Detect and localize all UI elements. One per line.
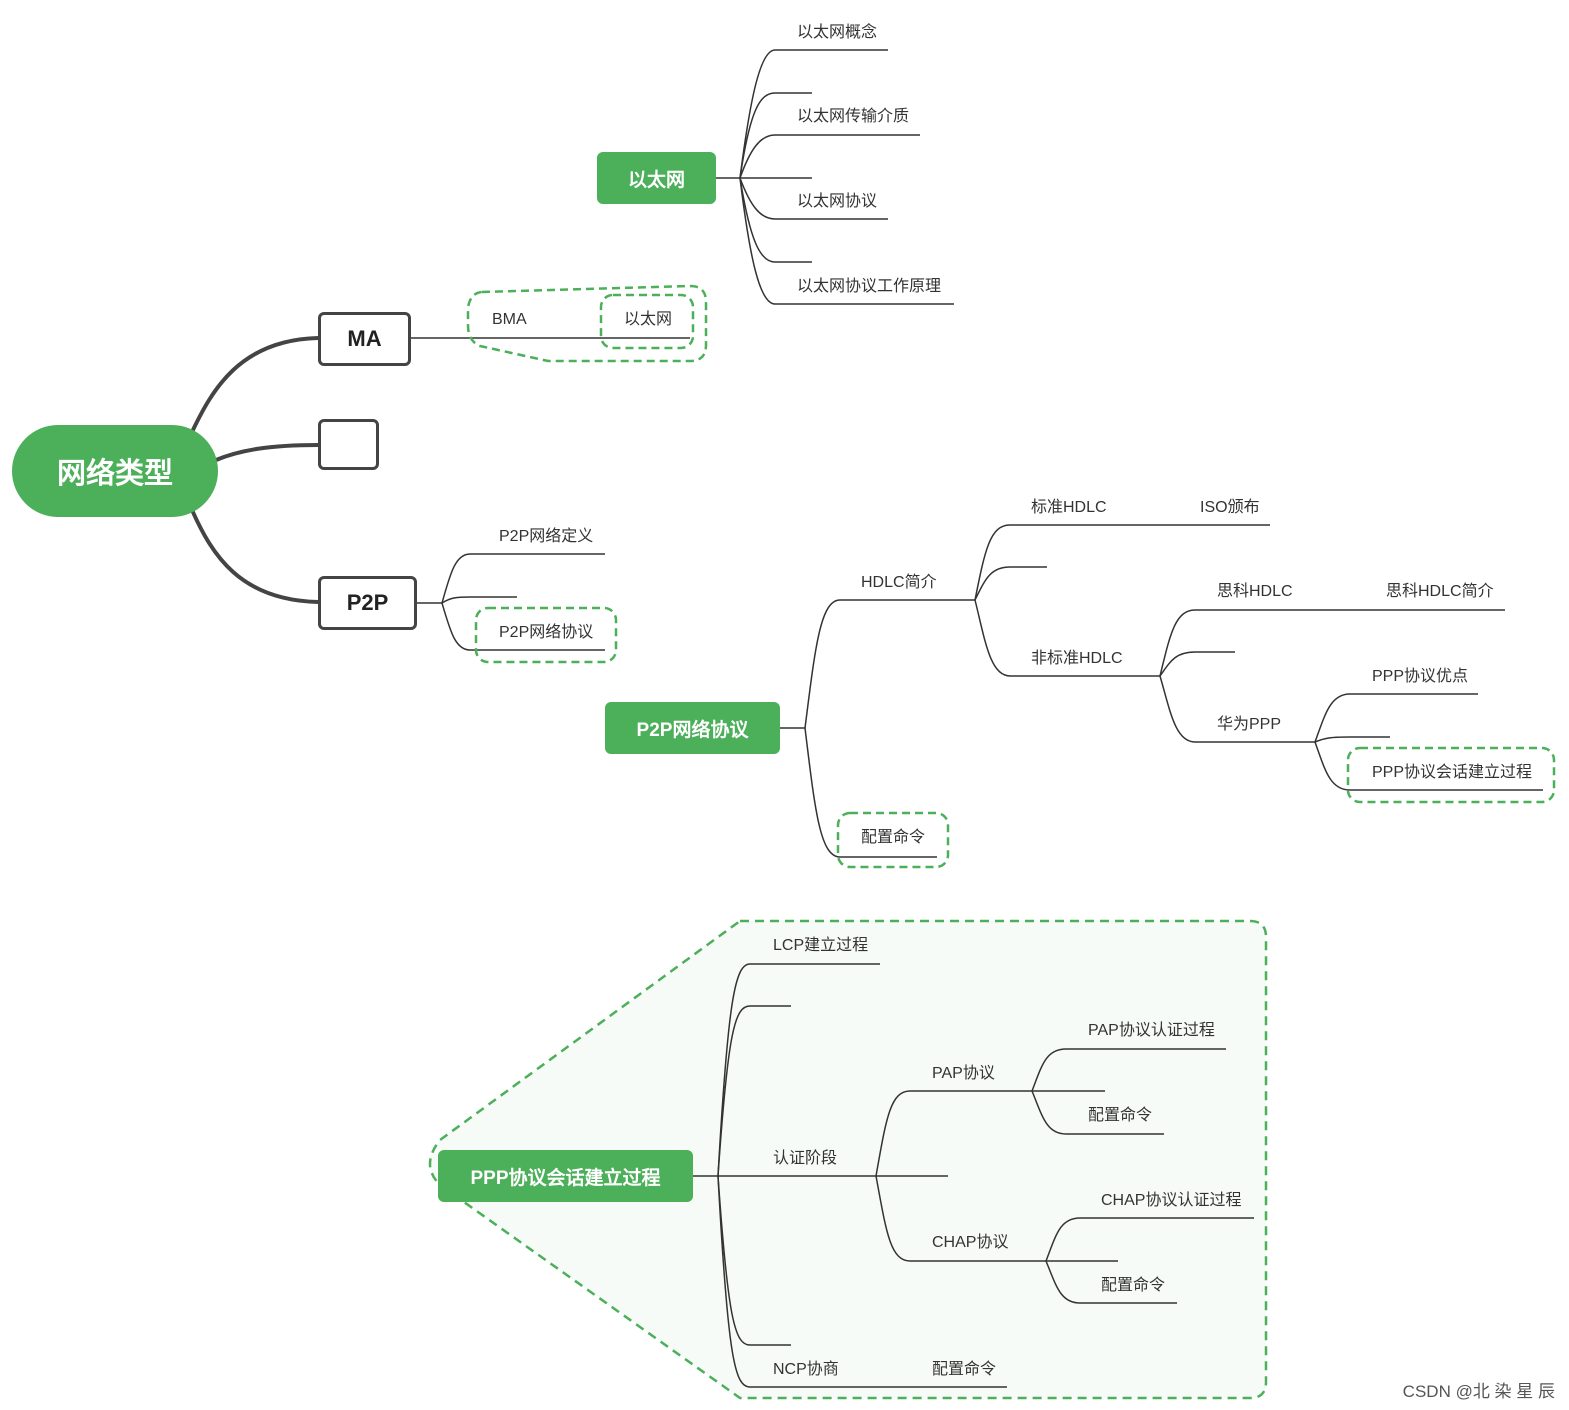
ethernet-item[interactable]: 以太网协议工作原理 <box>797 278 942 295</box>
cisco-hdlc-label[interactable]: 思科HDLC <box>1217 583 1293 600</box>
root-label: 网络类型 <box>56 458 173 490</box>
ppp-session-label[interactable]: PPP协议会话建立过程 <box>1372 764 1533 781</box>
huawei-ppp-label[interactable]: 华为PPP <box>1217 716 1282 733</box>
root-branches <box>190 336 319 604</box>
cisco-intro-label[interactable]: 思科HDLC简介 <box>1386 583 1494 600</box>
chap-auth-label[interactable]: CHAP协议认证过程 <box>1101 1192 1242 1209</box>
p2p-protocol-node[interactable]: P2P网络协议 <box>605 702 780 754</box>
watermark: CSDN @北 染 星 辰 <box>1402 1382 1555 1401</box>
iso-label[interactable]: ISO颁布 <box>1200 499 1260 516</box>
bma-frame <box>466 284 708 363</box>
auth-label[interactable]: 认证阶段 <box>773 1150 838 1167</box>
config-label[interactable]: 配置命令 <box>861 829 926 846</box>
bma-label[interactable]: BMA <box>492 311 527 328</box>
ppp-session-frame <box>428 919 1268 1400</box>
pap-label[interactable]: PAP协议 <box>932 1065 995 1082</box>
hdlc-intro-label[interactable]: HDLC简介 <box>861 574 937 591</box>
blank-node[interactable] <box>318 419 379 470</box>
pap-auth-label[interactable]: PAP协议认证过程 <box>1088 1022 1215 1039</box>
std-hdlc-label[interactable]: 标准HDLC <box>1031 499 1107 516</box>
ethernet-item[interactable]: 以太网传输介质 <box>797 108 910 125</box>
chap-cfg-label[interactable]: 配置命令 <box>1101 1277 1166 1294</box>
ppp-adv-label[interactable]: PPP协议优点 <box>1372 668 1469 685</box>
ppp-session-node[interactable]: PPP协议会话建立过程 <box>438 1150 693 1202</box>
p2p-node[interactable]: P2P <box>318 576 417 630</box>
p2p-label: P2P <box>346 590 389 615</box>
ncp-cfg-label[interactable]: 配置命令 <box>932 1361 997 1378</box>
config-frame <box>836 811 950 869</box>
p2p-protocol-label[interactable]: P2P网络协议 <box>499 624 594 641</box>
bma-child-label[interactable]: 以太网 <box>624 311 673 328</box>
p2p-def-label[interactable]: P2P网络定义 <box>499 528 594 545</box>
root-node[interactable]: 网络类型 <box>12 425 218 517</box>
lcp-label[interactable]: LCP建立过程 <box>773 937 869 954</box>
ethernet-item[interactable]: 以太网概念 <box>797 24 878 41</box>
chap-label[interactable]: CHAP协议 <box>932 1234 1009 1251</box>
ethernet-item[interactable]: 以太网协议 <box>797 193 878 210</box>
bma-child-frame <box>599 293 695 350</box>
pap-cfg-label[interactable]: 配置命令 <box>1088 1107 1153 1124</box>
ppp-session-title: PPP协议会话建立过程 <box>470 1167 661 1189</box>
p2p-protocol-title: P2P网络协议 <box>636 719 749 741</box>
nonstd-hdlc-label[interactable]: 非标准HDLC <box>1031 650 1123 667</box>
p2p-protocol-frame <box>474 606 618 664</box>
ma-node[interactable]: MA <box>318 312 411 366</box>
ethernet-node[interactable]: 以太网 <box>597 152 716 204</box>
ethernet-title: 以太网 <box>627 169 685 191</box>
ppp-session-small-frame <box>1346 746 1556 804</box>
ma-label: MA <box>347 326 382 351</box>
ncp-label[interactable]: NCP协商 <box>773 1361 839 1378</box>
